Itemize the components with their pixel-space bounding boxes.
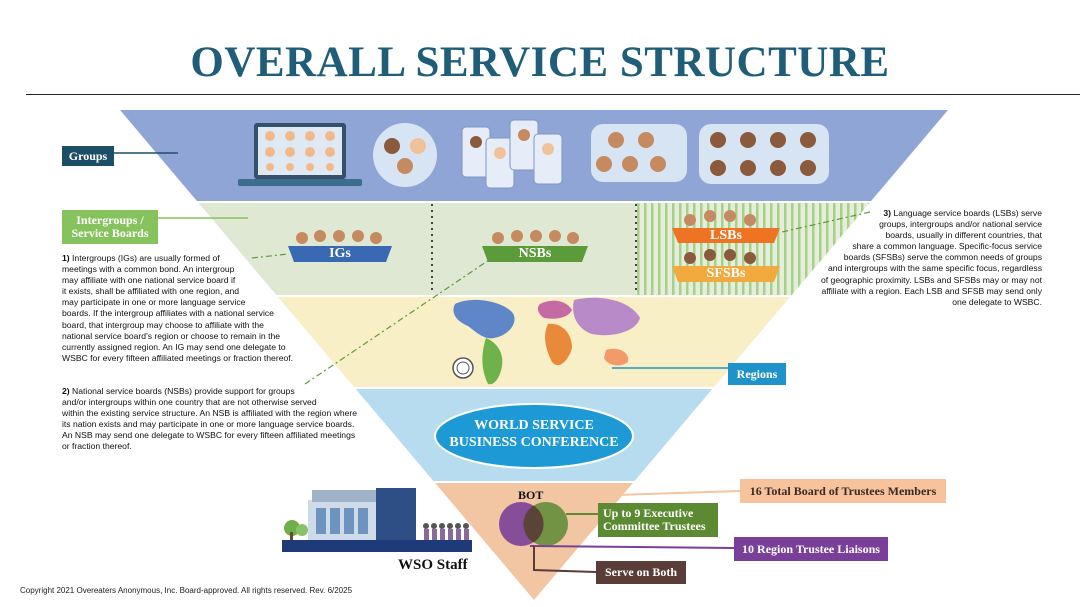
copyright-text: Copyright 2021 Overeaters Anonymous, Inc… (20, 586, 353, 595)
world-map-icon (453, 297, 640, 385)
groups-tag: Groups (62, 146, 114, 166)
phones-icon (461, 119, 563, 189)
note-line: and/or intergroups within one country th… (62, 397, 317, 408)
note-line: groups, intergroups and/or national serv… (879, 219, 1042, 230)
people-grid-icon (699, 124, 829, 184)
exec-line2: Committee Trustees (603, 519, 706, 533)
note-line: affiliate with a region. Each LSB and SF… (821, 285, 1042, 296)
region-liaisons-tag: 10 Region Trustee Liaisons (734, 537, 888, 561)
note-line: or fraction thereof. (62, 441, 132, 452)
note-number: 3) (883, 208, 892, 218)
note-line: may affiliate with one national service … (62, 275, 236, 286)
seal-icon (452, 357, 474, 379)
note-line: board, that intergroup may choose to aff… (62, 319, 264, 330)
note-line: its nation exists and may participate in… (62, 419, 355, 430)
nsb-note: 2) National service boards (NSBs) provid… (62, 386, 402, 453)
nsbs-label: NSBs (518, 246, 552, 261)
note-number: 2) (62, 386, 70, 396)
sfsbs-label: SFSBs (706, 266, 746, 281)
people-panel-icon (591, 124, 687, 182)
page-title: OVERALL SERVICE STRUCTURE (190, 39, 890, 86)
lsbs-banner (672, 210, 780, 243)
note-line: national service board's region or choos… (62, 330, 281, 341)
regions-tag: Regions (728, 363, 786, 385)
wsbc-title-line2: BUSINESS CONFERENCE (449, 435, 619, 450)
note-line: 2) National service boards (NSBs) provid… (62, 386, 295, 396)
intergroups-tag: Intergroups / Service Boards (62, 210, 158, 244)
wso-staff-label: WSO Staff (398, 557, 468, 573)
note-line: currently assigned region. An IG may sen… (62, 341, 286, 352)
exec-committee-tag: Up to 9 Executive Committee Trustees (598, 503, 718, 537)
note-line: boards (SFSBs) serve the common needs of… (843, 252, 1042, 263)
sfsbs-banner (672, 249, 780, 282)
title-divider (26, 94, 1080, 95)
note-line: meetings with a common bond. An intergro… (62, 264, 235, 275)
group-circle-icon (373, 123, 437, 187)
igs-banner (288, 230, 392, 262)
igs-label: IGs (329, 246, 351, 261)
total-board-tag: 16 Total Board of Trustees Members (740, 479, 946, 503)
note-line: boards. If the intergroup affiliates wit… (62, 308, 274, 319)
bot-label: BOT (518, 488, 544, 502)
lsbs-label: LSBs (710, 228, 742, 243)
note-line: one delegate to WSBC. (952, 296, 1042, 307)
laptop-meeting-icon (238, 123, 362, 186)
note-line: share a common language. Specific-focus … (852, 241, 1042, 252)
note-line: 3) Language service boards (LSBs) serve (883, 208, 1042, 218)
exec-line1: Up to 9 Executive (603, 506, 694, 521)
nsbs-banner (482, 230, 588, 262)
note-line: within the existing service structure. A… (62, 408, 358, 419)
wsbc-title-line1: WORLD SERVICE (474, 418, 594, 433)
note-line: boards, usually in different countries, … (885, 230, 1042, 241)
note-line: WSBC for every fifteen affiliated meetin… (62, 352, 294, 363)
note-line: may participate in one or more language … (62, 297, 246, 308)
note-line: it exists, shall be affiliated with one … (62, 286, 240, 297)
note-line: An NSB may send one delegate to WSBC for… (62, 430, 356, 441)
serve-both-tag: Serve on Both (596, 561, 686, 584)
note-number: 1) (62, 253, 70, 263)
note-line: of geographic proximity. LSBs and SFSBs … (821, 274, 1042, 285)
note-line: 1) Intergroups (IGs) are usually formed … (62, 253, 220, 263)
intergroup-note: 1) Intergroups (IGs) are usually formed … (62, 253, 332, 364)
wsbc-oval (434, 403, 634, 469)
wso-building-illustration (282, 488, 472, 552)
note-line: and intergroups with the same specific f… (828, 263, 1042, 274)
